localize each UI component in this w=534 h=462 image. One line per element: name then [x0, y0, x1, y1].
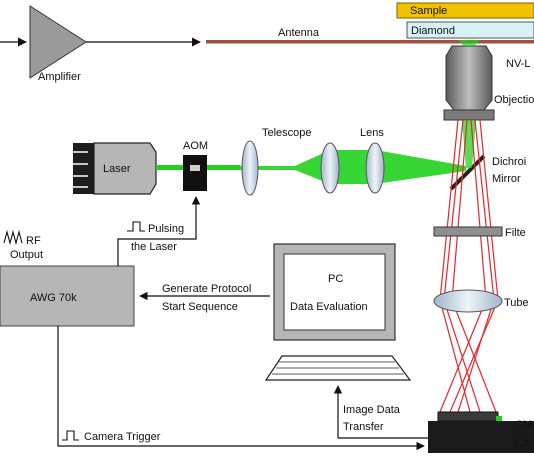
antenna-wire	[206, 40, 534, 44]
dichroic-label-2: Mirror	[492, 173, 521, 185]
dichroic-label-1: Dichroi	[492, 156, 526, 168]
sample-plate	[396, 2, 534, 19]
awg-box	[0, 265, 135, 327]
objective-icon	[445, 45, 493, 111]
green-beam-expanding	[240, 150, 466, 184]
pulsing-label-2: the Laser	[131, 241, 177, 253]
camera-indicator	[496, 416, 502, 421]
aom-window	[190, 165, 200, 171]
pulsing-label-1: Pulsing	[148, 223, 184, 235]
objective-label: Objectio	[494, 94, 534, 106]
lens-icon	[365, 142, 385, 194]
keyboard-keys	[272, 361, 404, 375]
rf-wave-icon	[3, 229, 23, 246]
camera-label-2: Ca	[515, 437, 530, 449]
tube-label: Tube	[504, 297, 529, 309]
image-data-label-2: Transfer	[343, 421, 384, 433]
camera-trigger-label: Camera Trigger	[84, 431, 161, 443]
pc-label-2: Data Evaluation	[290, 301, 368, 313]
pc-screen	[283, 253, 386, 331]
tube-lens-icon	[433, 289, 503, 313]
telescope-label: Telescope	[262, 127, 312, 139]
lens-label: Lens	[360, 127, 384, 139]
rf-label-1: RF	[26, 235, 41, 247]
antenna-label: Antenna	[278, 27, 320, 39]
aom-crystal-icon	[183, 155, 207, 191]
laser-label: Laser	[103, 163, 131, 175]
trigger-pulse-icon	[62, 430, 79, 441]
awg-label: AWG 70k	[30, 292, 77, 304]
pulse-icon	[127, 221, 145, 232]
telescope-lens-2	[320, 142, 340, 194]
green-beam-focus	[458, 40, 480, 46]
protocol-label-1: Generate Protocol	[162, 283, 251, 295]
protocol-label-2: Start Sequence	[162, 301, 238, 313]
pulsing-line	[117, 196, 201, 266]
laser-fins	[73, 143, 94, 194]
pc-label-1: PC	[328, 273, 343, 285]
rf-label-2: Output	[10, 249, 43, 261]
camera-label-1: CM	[515, 419, 532, 431]
diamond-label: Diamond	[411, 25, 455, 37]
nv-label: NV-L	[506, 58, 530, 70]
amplifier-label: Amplifier	[38, 71, 81, 83]
camera-top	[437, 411, 499, 422]
filter-plate	[433, 226, 503, 237]
telescope-lens-1	[241, 140, 259, 196]
objective-collar	[443, 109, 495, 121]
amplifier-icon	[29, 5, 87, 79]
filter-label: Filte	[505, 227, 526, 239]
camera-icon	[428, 421, 534, 453]
image-data-label-1: Image Data	[343, 404, 401, 416]
diamond-plate	[406, 21, 534, 39]
camera-trigger-line	[57, 326, 425, 451]
aom-label: AOM	[183, 140, 208, 152]
sample-label: Sample	[410, 5, 447, 17]
